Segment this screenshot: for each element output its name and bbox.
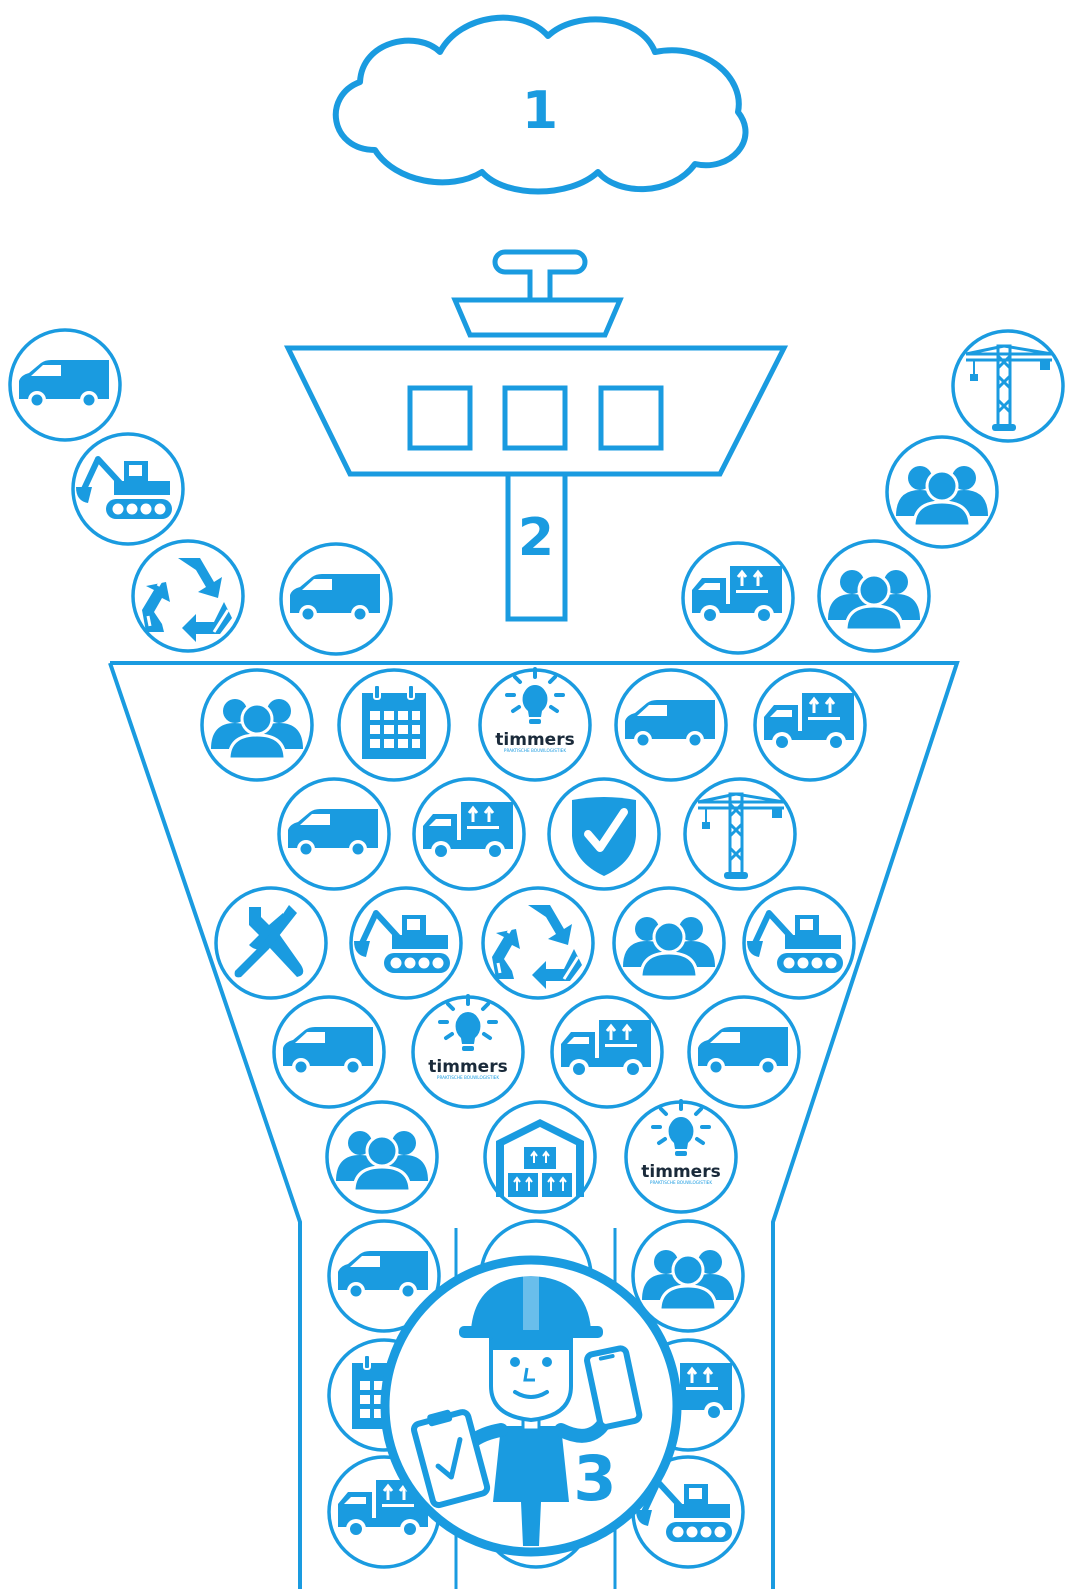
van-icon [279,542,393,656]
timmers-tagline-text: PRAKTISCHE BOUWLOGISTIEK [504,748,566,753]
delivery-truck-icon [681,541,795,655]
warehouse-icon [483,1100,597,1214]
calendar-icon [337,668,451,782]
timmers-brand-text: timmers [641,1162,720,1182]
timmers-tagline-text: PRAKTISCHE BOUWLOGISTIEK [650,1180,712,1185]
excavator-icon [349,886,463,1000]
excavator-icon [742,886,856,1000]
timmers-tagline-text: PRAKTISCHE BOUWLOGISTIEK [437,1075,499,1080]
van-icon [327,1219,441,1333]
shield-check-icon [547,777,661,891]
excavator-icon [71,432,185,546]
van-icon [277,777,391,891]
delivery-truck-icon [412,777,526,891]
delivery-truck-icon [327,1455,441,1569]
people-icon [612,886,726,1000]
tower-label: 2 [518,508,554,568]
recycle-icon [131,539,245,653]
van-icon [687,995,801,1109]
van-icon [8,328,122,442]
delivery-truck-icon [753,668,867,782]
van-icon [614,668,728,782]
cloud: 1 [332,14,749,195]
delivery-truck-icon [550,995,664,1109]
construction-worker-icon [380,1255,682,1557]
people-icon [200,668,314,782]
tools-icon [214,886,328,1000]
timmers-brand-text: timmers [495,730,574,750]
crane-icon [683,777,797,891]
excavator-icon [631,1455,745,1569]
worker-label: 3 [573,1442,616,1515]
control-tower: 2 [283,249,789,622]
timmers-brand-text: timmers [428,1057,507,1077]
worker-layer: 3 [380,1255,682,1557]
van-icon [272,995,386,1109]
people-icon [817,539,931,653]
crane-icon [951,329,1065,443]
people-icon [631,1219,745,1333]
recycle-icon [481,886,595,1000]
people-icon [885,435,999,549]
cloud-label: 1 [522,81,558,141]
people-icon [325,1100,439,1214]
